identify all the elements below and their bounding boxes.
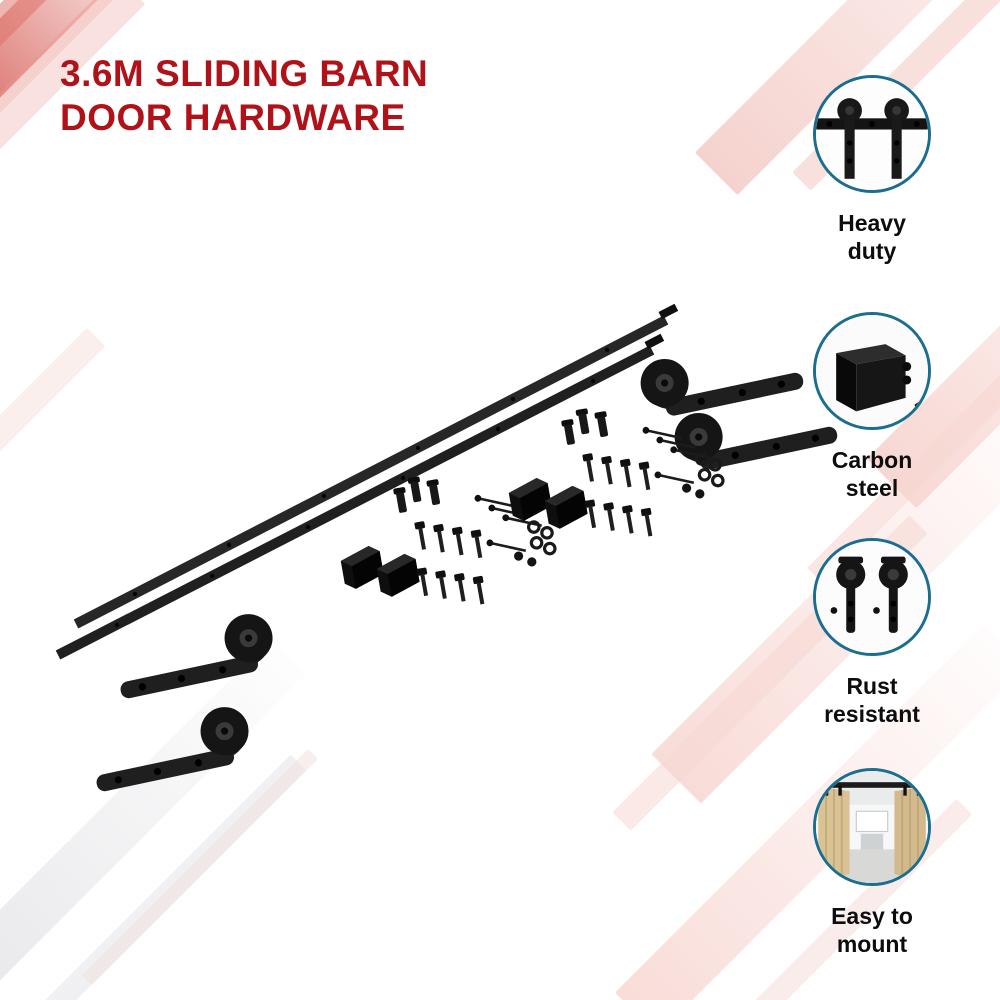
rust-resistant-badge xyxy=(813,538,931,656)
title-line-1: 3.6M SLIDING BARN xyxy=(60,53,429,94)
feature-label: Rust resistant xyxy=(824,673,920,728)
title-line-2: DOOR HARDWARE xyxy=(60,97,406,139)
feature-carbon-steel: Carbon steel xyxy=(800,312,944,502)
feature-label: Heavy duty xyxy=(838,210,906,265)
page-title: 3.6M SLIDING BARN DOOR HARDWARE xyxy=(60,52,428,141)
feature-easy-to-mount: Easy to mount xyxy=(800,768,944,958)
barn-door-roller-icon xyxy=(816,78,928,190)
heavy-duty-badge xyxy=(813,75,931,193)
fastener-clusters xyxy=(329,387,731,627)
steel-block-icon xyxy=(816,315,928,427)
feature-label: Carbon steel xyxy=(831,447,913,502)
double-roller-icon xyxy=(816,541,928,653)
mounted-doors-icon xyxy=(816,771,928,883)
carbon-steel-badge xyxy=(813,312,931,430)
easy-to-mount-badge xyxy=(813,768,931,886)
feature-rust-resistant: Rust resistant xyxy=(800,538,944,728)
feature-label: Easy to mount xyxy=(831,903,913,958)
rails xyxy=(55,303,679,660)
feature-heavy-duty: Heavy duty xyxy=(800,75,944,265)
